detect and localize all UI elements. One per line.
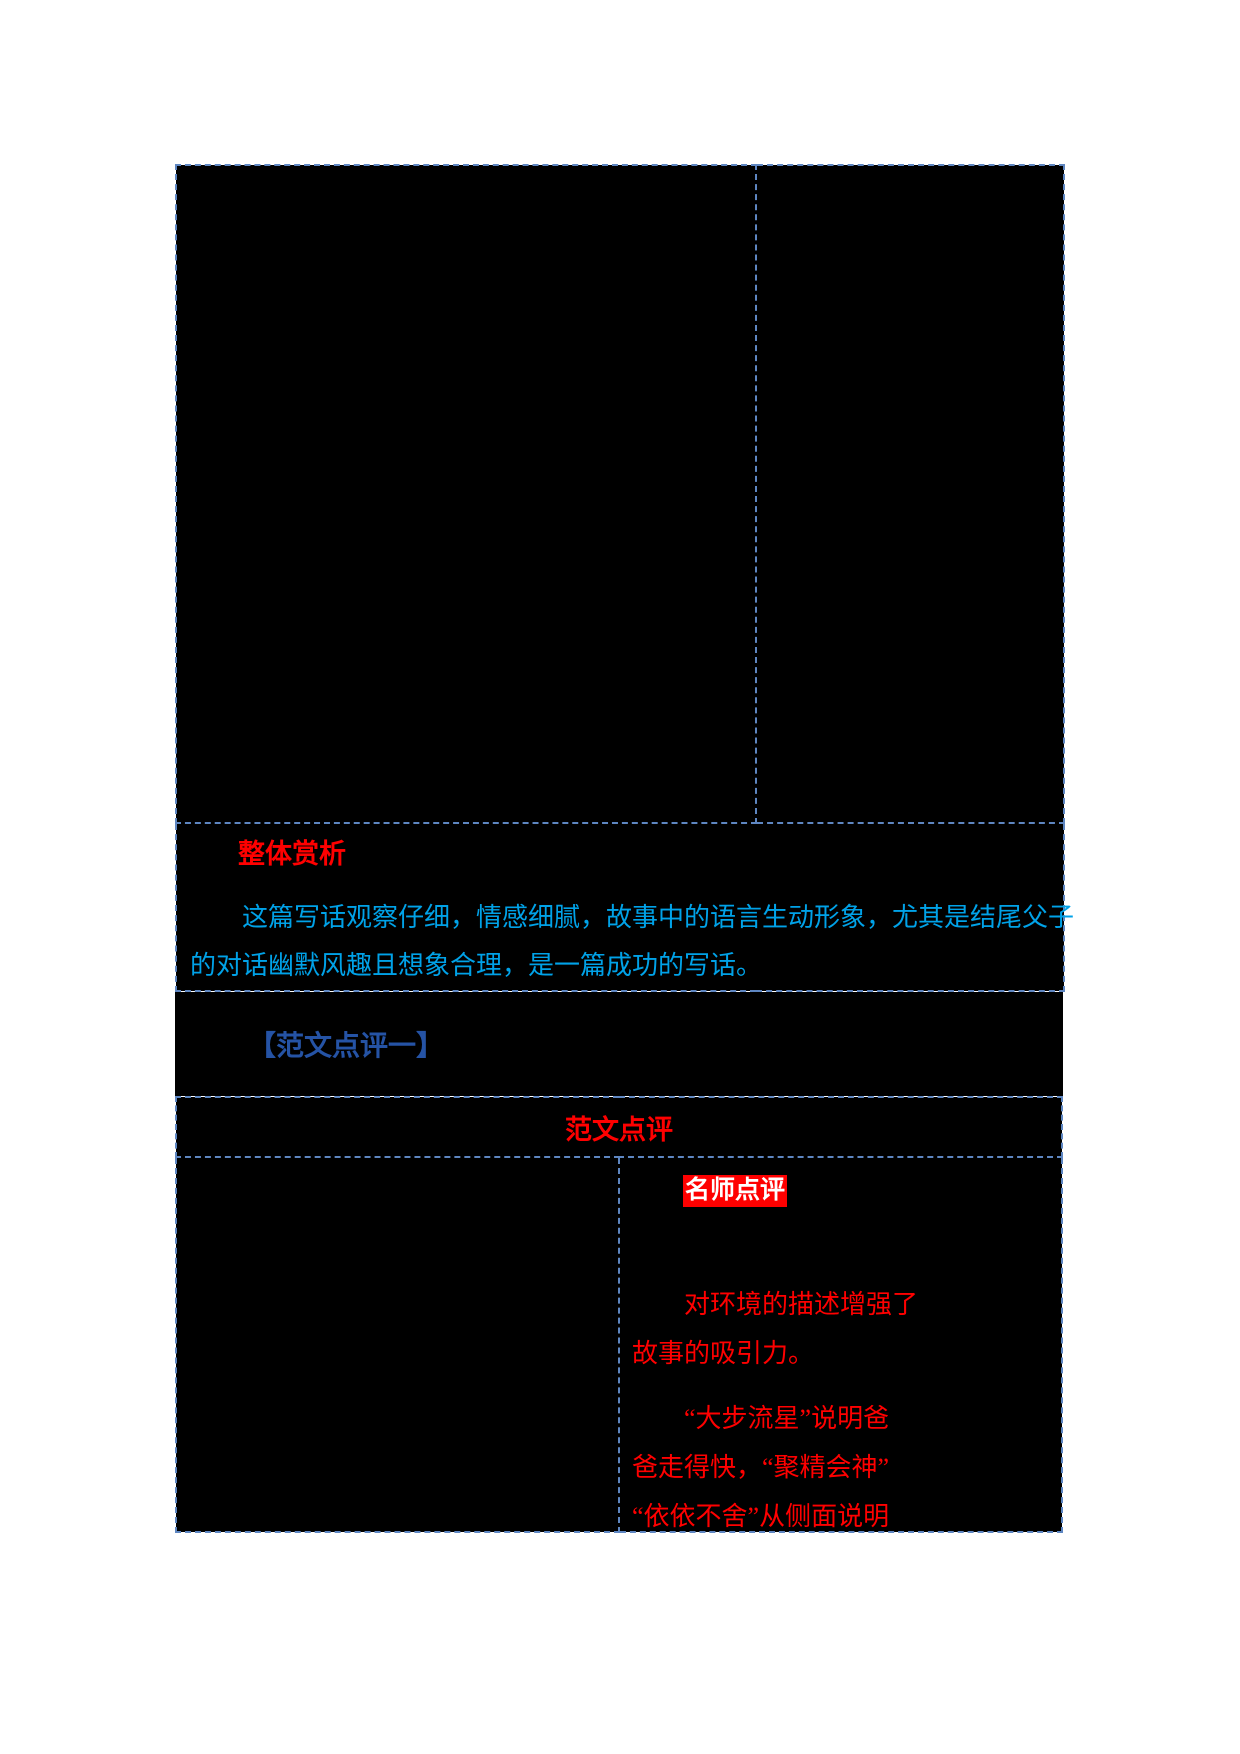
comments-clip-area: 名师点评 对环境的描述增强了 故事的吸引力。 “大步流星”说明爸 爸走得快，“聚… — [620, 1158, 1061, 1531]
section-title-band: 【范文点评一】 — [175, 992, 1063, 1096]
analysis-line: 的对话幽默风趣且想象合理，是一篇成功的写话。 — [190, 951, 763, 980]
content-column: 整体赏析 这篇写话观察仔细，情感细腻，故事中的语言生动形象，尤其是结尾父子 的对… — [175, 164, 1075, 1533]
table-row — [175, 164, 1065, 824]
comment-line: 对环境的描述增强了 — [684, 1290, 919, 1319]
writing-sample-table: 整体赏析 这篇写话观察仔细，情感细腻，故事中的语言生动形象，尤其是结尾父子 的对… — [175, 164, 1075, 992]
teacher-comments-cell: 名师点评 对环境的描述增强了 故事的吸引力。 “大步流星”说明爸 爸走得快，“聚… — [618, 1156, 1063, 1533]
table-row: 范文点评 — [175, 1096, 1063, 1158]
sample-review-1-title: 【范文点评一】 — [248, 1031, 445, 1062]
review-table: 范文点评 名师点评 对环境的描述增强了 故事的吸引力。 “大步流星”说明爸 爸走… — [175, 1096, 1063, 1533]
comment-line: “依依不舍”从侧面说明 — [632, 1502, 890, 1531]
overall-analysis-paragraph: 这篇写话观察仔细，情感细腻，故事中的语言生动形象，尤其是结尾父子 的对话幽默风趣… — [177, 894, 1075, 990]
table-row: 整体赏析 这篇写话观察仔细，情感细腻，故事中的语言生动形象，尤其是结尾父子 的对… — [175, 822, 1075, 992]
comment-line: “大步流星”说明爸 — [684, 1404, 890, 1433]
comment-line: 故事的吸引力。 — [632, 1339, 815, 1368]
teacher-comment-badge: 名师点评 — [683, 1175, 788, 1207]
table-row: 名师点评 对环境的描述增强了 故事的吸引力。 “大步流星”说明爸 爸走得快，“聚… — [175, 1156, 1063, 1533]
comment-paragraph: “大步流星”说明爸 爸走得快，“聚精会神” “依依不舍”从侧面说明 — [620, 1394, 1061, 1531]
image-placeholder-cell-left — [175, 164, 757, 824]
analysis-line: 这篇写话观察仔细，情感细腻，故事中的语言生动形象，尤其是结尾父子 — [242, 903, 1075, 932]
overall-analysis-heading: 整体赏析 — [238, 839, 346, 869]
image-placeholder-cell-right — [755, 164, 1065, 824]
overall-analysis-cell: 整体赏析 这篇写话观察仔细，情感细腻，故事中的语言生动形象，尤其是结尾父子 的对… — [175, 822, 1075, 992]
comment-line: 爸走得快，“聚精会神” — [632, 1453, 890, 1482]
comment-paragraph: 对环境的描述增强了 故事的吸引力。 — [620, 1280, 1061, 1378]
review-table-header: 范文点评 — [175, 1096, 1063, 1158]
sample-text-cell — [175, 1156, 620, 1533]
